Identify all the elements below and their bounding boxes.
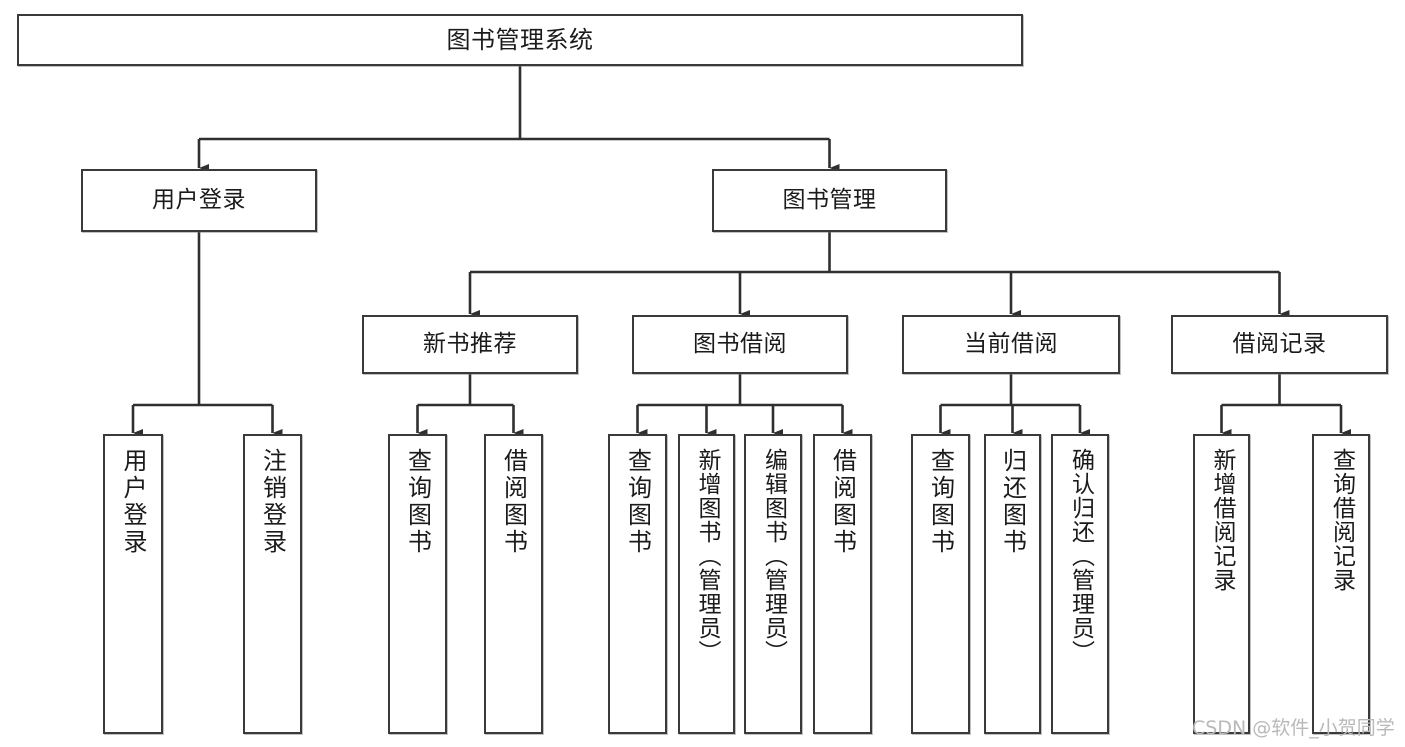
- node-label: 查询借阅记录: [1328, 448, 1355, 592]
- node-label: 图书管理: [782, 186, 877, 213]
- node-label: 查询图书: [623, 448, 652, 556]
- node-label: 查询图书: [403, 448, 432, 556]
- csdn-watermark: CSDN @软件_小贺同学: [1192, 717, 1395, 739]
- node-root[interactable]: 图书管理系统: [17, 14, 1023, 66]
- node-label: 确认归还（管理员）: [1067, 448, 1094, 664]
- node-label: 注销登录: [258, 448, 287, 556]
- node-current[interactable]: 当前借阅: [902, 315, 1120, 374]
- node-l-add[interactable]: 新增图书（管理员）: [678, 434, 735, 734]
- node-label: 编辑图书（管理员）: [760, 448, 787, 664]
- node-label: 新增借阅记录: [1209, 448, 1235, 592]
- node-l-userlogin[interactable]: 用户登录: [103, 434, 163, 734]
- node-l-confirm[interactable]: 确认归还（管理员）: [1051, 434, 1109, 734]
- node-label: 归还图书: [998, 448, 1027, 556]
- node-l-query1[interactable]: 查询图书: [388, 434, 447, 734]
- node-label: 新书推荐: [423, 330, 517, 357]
- node-l-borrow1[interactable]: 借阅图书: [484, 434, 543, 734]
- node-l-queryrec[interactable]: 查询借阅记录: [1312, 434, 1370, 734]
- node-l-query2[interactable]: 查询图书: [608, 434, 667, 734]
- node-label: 当前借阅: [964, 330, 1058, 357]
- node-l-edit[interactable]: 编辑图书（管理员）: [744, 434, 802, 734]
- node-login[interactable]: 用户登录: [81, 169, 317, 232]
- node-label: 图书借阅: [693, 330, 787, 357]
- node-l-query3[interactable]: 查询图书: [911, 434, 970, 734]
- node-records[interactable]: 借阅记录: [1171, 315, 1388, 374]
- node-l-logout[interactable]: 注销登录: [243, 434, 302, 734]
- node-label: 用户登录: [119, 448, 147, 556]
- node-label: 借阅图书: [828, 448, 857, 556]
- node-label: 借阅记录: [1232, 330, 1327, 357]
- node-label: 图书管理系统: [446, 25, 594, 54]
- node-l-borrow2[interactable]: 借阅图书: [813, 434, 872, 734]
- node-label: 借阅图书: [499, 448, 528, 556]
- node-l-addrec[interactable]: 新增借阅记录: [1193, 434, 1250, 734]
- node-newbook[interactable]: 新书推荐: [362, 315, 578, 374]
- node-label: 新增图书（管理员）: [694, 448, 720, 664]
- node-bookmgmt[interactable]: 图书管理: [712, 169, 947, 232]
- node-borrow[interactable]: 图书借阅: [632, 315, 848, 374]
- node-label: 查询图书: [926, 448, 955, 556]
- node-l-return[interactable]: 归还图书: [984, 434, 1041, 734]
- node-label: 用户登录: [152, 186, 246, 213]
